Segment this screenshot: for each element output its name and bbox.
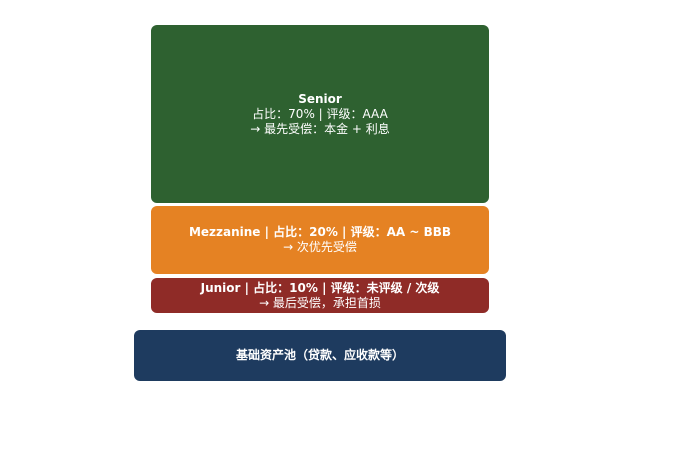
mezzanine-tranche-title: Mezzanine | 占比：20% | 评级：AA ~ BBB xyxy=(188,225,452,239)
junior-tranche-priority: → 最后受偿，承担首损 xyxy=(259,295,381,310)
mezzanine-tranche-block: Mezzanine | 占比：20% | 评级：AA ~ BBB → 次优先受偿 xyxy=(151,206,489,274)
asset-pool-label: 基础资产池（贷款、应收款等） xyxy=(235,348,404,362)
senior-tranche-name: Senior xyxy=(298,91,342,106)
junior-tranche-block: Junior | 占比：10% | 评级：未评级 / 次级 → 最后受偿，承担首… xyxy=(151,278,489,313)
junior-tranche-title: Junior | 占比：10% | 评级：未评级 / 次级 xyxy=(200,280,440,295)
senior-tranche-detail: 占比：70% | 评级：AAA xyxy=(252,106,388,121)
mezzanine-tranche-priority: → 次优先受偿 xyxy=(283,240,357,254)
asset-pool-block: 基础资产池（贷款、应收款等） xyxy=(134,330,506,381)
senior-tranche-priority: → 最先受偿：本金 + 利息 xyxy=(250,121,390,136)
senior-tranche-block: Senior 占比：70% | 评级：AAA → 最先受偿：本金 + 利息 xyxy=(151,25,489,203)
